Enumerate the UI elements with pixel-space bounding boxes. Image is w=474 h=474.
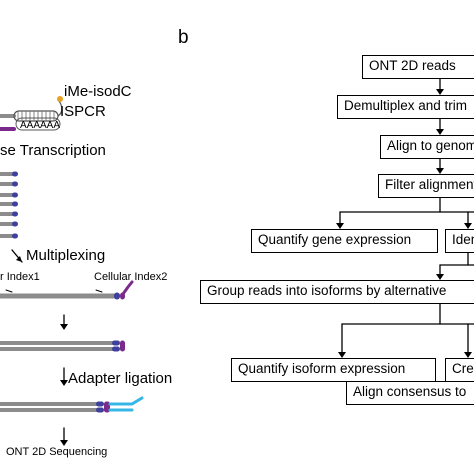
ds-index-top xyxy=(112,340,120,346)
step-filter-alignments: Filter alignments xyxy=(378,174,474,198)
step-arrow-2-head xyxy=(60,380,68,386)
lig-index-top xyxy=(96,401,104,407)
index1-arrow xyxy=(5,289,13,293)
step-align-genome: Align to genome xyxy=(380,135,474,159)
step-quantify-isoform: Quantify isoform expression xyxy=(231,358,436,382)
cdna-index-cap xyxy=(12,171,18,177)
multiplex-arrow-head xyxy=(16,256,22,262)
cdna-index-cap xyxy=(12,211,18,217)
cdna-index-cap xyxy=(12,221,18,227)
ds-index2 xyxy=(120,340,125,352)
lig-index-bottom xyxy=(96,407,104,413)
cdna-index-cap xyxy=(12,233,18,239)
step-arrow-3-head xyxy=(60,440,68,446)
step-ont-reads: ONT 2D reads xyxy=(362,55,474,79)
ont-sequencing-label: ONT 2D Sequencing xyxy=(6,446,108,458)
step-identify: Identify xyxy=(445,229,474,253)
step-demultiplex-trim: Demultiplex and trim xyxy=(337,95,474,119)
flow-arrow-identify-head xyxy=(464,223,472,229)
step-arrow-1-head xyxy=(60,324,68,330)
polya-bubble xyxy=(15,117,61,131)
isodc-dot xyxy=(57,96,63,102)
ispcr-label: ISPCR xyxy=(60,103,106,120)
ds-index-bottom xyxy=(112,346,120,352)
step-quantify-gene: Quantify gene expression xyxy=(251,229,438,253)
cdna-index-cap xyxy=(12,201,18,207)
reverse-transcription-label: se Transcription xyxy=(0,142,106,159)
cdna-index-cap xyxy=(12,181,18,187)
flow-arrow-3-head xyxy=(436,168,444,174)
polya-label: AAAAAA xyxy=(20,120,61,131)
cdna-index-cap xyxy=(12,192,18,198)
adapter-top xyxy=(108,396,144,406)
flow-arrow-quantify-gene-head xyxy=(336,223,344,229)
flow-arrow-1-head xyxy=(436,89,444,95)
ime-isodc-label: iMe-isodC xyxy=(64,83,132,100)
cellular-index2-label: Cellular Index2 xyxy=(94,271,168,283)
flow-arrow-quantify-isoform-head xyxy=(338,352,346,358)
panel-letter-b: b xyxy=(178,27,189,48)
flow-arrow-2-head xyxy=(436,129,444,135)
index2-arrow xyxy=(95,289,103,293)
cellular-index1-label: r Index1 xyxy=(0,271,40,283)
index2-tail xyxy=(121,280,134,296)
step-align-consensus: Align consensus to xyxy=(346,381,474,405)
adapter-ligation-label: Adapter ligation xyxy=(68,370,173,387)
step-group-reads: Group reads into isoforms by alternative xyxy=(200,280,474,304)
index1-block xyxy=(114,292,120,300)
lig-index2 xyxy=(104,401,110,413)
flow-arrow-create-head xyxy=(464,352,472,358)
flow-arrow-group-head xyxy=(436,274,444,280)
multiplexing-label: Multiplexing xyxy=(26,247,106,264)
step-create: Create xyxy=(445,358,474,382)
